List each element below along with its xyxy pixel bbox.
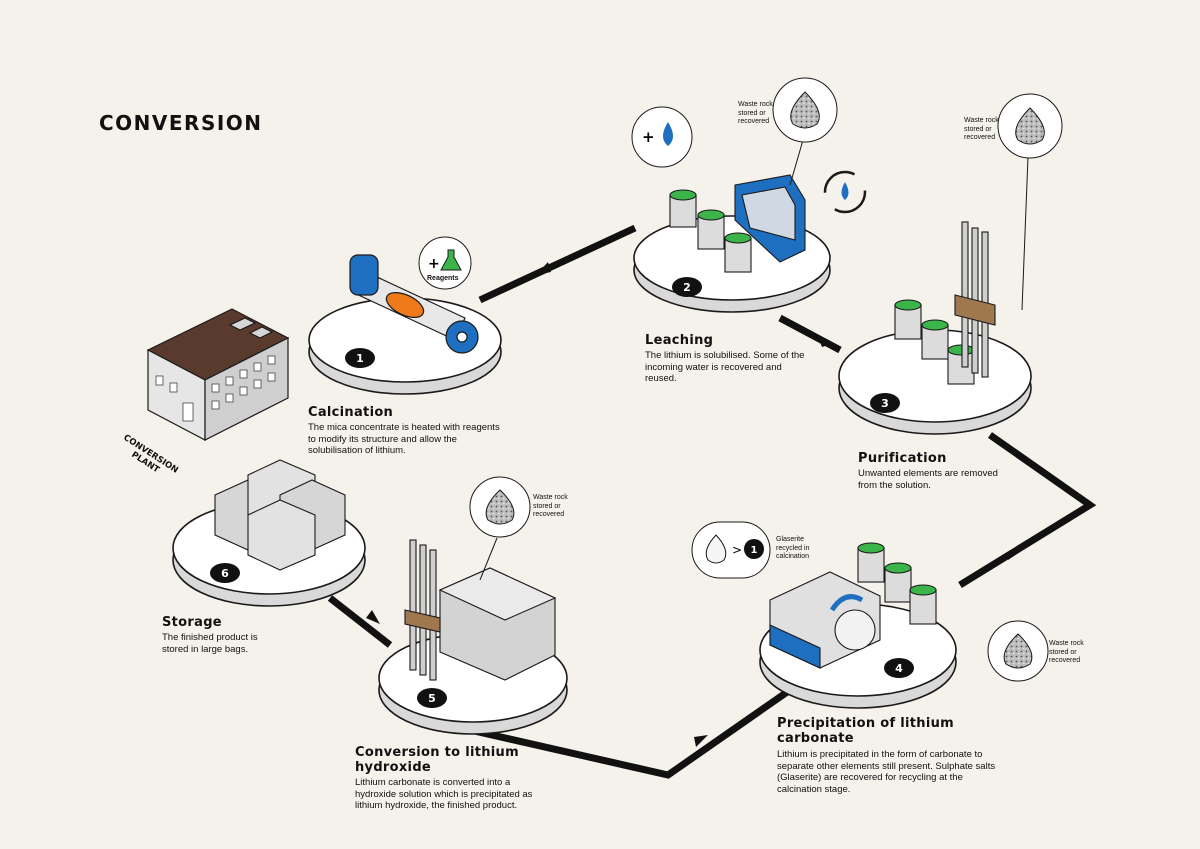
step-desc-hydroxide: Lithium carbonate is converted into a hy…	[355, 777, 533, 811]
conversion-plant-building	[146, 308, 290, 441]
rotation-arrow-icon	[829, 594, 864, 612]
step-badge-2: 2	[672, 277, 702, 297]
flow-arrows	[366, 262, 1020, 747]
waste-rock-icon	[790, 91, 820, 129]
step-title-precipitation: Precipitation of lithium carbonate	[777, 716, 954, 746]
svg-text:5: 5	[428, 692, 436, 705]
step-desc-storage: The finished product is stored in large …	[162, 632, 258, 655]
svg-text:2: 2	[683, 281, 691, 294]
glaserite-note: Glaserite recycled in calcination	[776, 536, 810, 560]
svg-text:+: +	[428, 256, 440, 272]
calciner-machine	[349, 254, 479, 354]
reagents-bubble: +	[418, 236, 472, 290]
flow-arrow-4	[694, 735, 708, 747]
precipitation-equipment	[769, 542, 937, 669]
step-badge-4: 4	[884, 658, 914, 678]
waste-bubble-2	[772, 77, 838, 186]
flow-arrow-5	[366, 610, 380, 624]
waste-note-leaching: Waste rock stored or recovered	[738, 101, 773, 125]
step-badge-5: 5	[417, 688, 447, 708]
page-title: CONVERSION	[99, 111, 263, 135]
svg-text:3: 3	[881, 397, 889, 410]
glaserite-bubble: >	[691, 521, 771, 579]
flow-arrow-3	[1008, 550, 1020, 560]
waste-rock-icon	[1003, 633, 1033, 669]
flow-line-4-5	[469, 687, 793, 779]
purification-equipment	[894, 221, 996, 385]
hydroxide-equipment	[404, 539, 557, 681]
step-badge-1: 1	[345, 348, 375, 368]
svg-text:1: 1	[356, 352, 364, 365]
flask-icon	[440, 249, 462, 271]
svg-text:+: +	[642, 128, 655, 146]
glaserite-step-ref: 1	[751, 545, 758, 556]
step-desc-calcination: The mica concentrate is heated with reag…	[308, 422, 500, 456]
step-title-purification: Purification	[858, 451, 947, 466]
flow-line-1-2	[478, 224, 637, 304]
svg-text:>: >	[732, 543, 742, 557]
flow-line-5-6	[327, 595, 393, 648]
step-badges: 1 2 3 4 5 6	[210, 277, 914, 708]
step-title-storage: Storage	[162, 615, 222, 630]
glaserite-icon	[705, 534, 727, 564]
step-title-calcination: Calcination	[308, 405, 394, 420]
step-desc-precipitation: Lithium is precipitated in the form of c…	[777, 749, 996, 795]
step-title-hydroxide: Conversion to lithium hydroxide	[355, 745, 519, 775]
reagents-label: Reagents	[427, 275, 459, 282]
step-title-leaching: Leaching	[645, 333, 714, 348]
waste-bubble-4	[987, 620, 1049, 682]
svg-text:4: 4	[895, 662, 903, 675]
step-badge-6: 6	[210, 563, 240, 583]
waste-note-hydroxide: Waste rock stored or recovered	[533, 494, 568, 518]
water-recycle-icon	[823, 170, 867, 214]
step-desc-purification: Unwanted elements are removed from the s…	[858, 468, 998, 491]
flow-arrow-1	[536, 262, 551, 275]
waste-note-purification: Waste rock stored or recovered	[964, 117, 999, 141]
waste-rock-icon	[1015, 107, 1045, 145]
step-badge-3: 3	[870, 393, 900, 413]
flow-arrow-2	[818, 337, 832, 347]
flow-line-2-3	[778, 314, 842, 354]
waste-note-precipitation: Waste rock stored or recovered	[1049, 640, 1084, 664]
flow-line-3-4	[958, 432, 1097, 588]
step-desc-leaching: The lithium is solubilised. Some of the …	[645, 350, 805, 384]
storage-bags	[214, 459, 346, 571]
waste-bubble-5	[469, 476, 531, 581]
water-input-bubble: +	[631, 106, 693, 168]
flow-lines	[327, 224, 1097, 779]
svg-text:6: 6	[221, 567, 229, 580]
water-drop-icon	[663, 122, 673, 146]
waste-bubble-3	[997, 93, 1063, 311]
leaching-equipment	[669, 174, 806, 273]
waste-rock-icon	[485, 489, 515, 525]
